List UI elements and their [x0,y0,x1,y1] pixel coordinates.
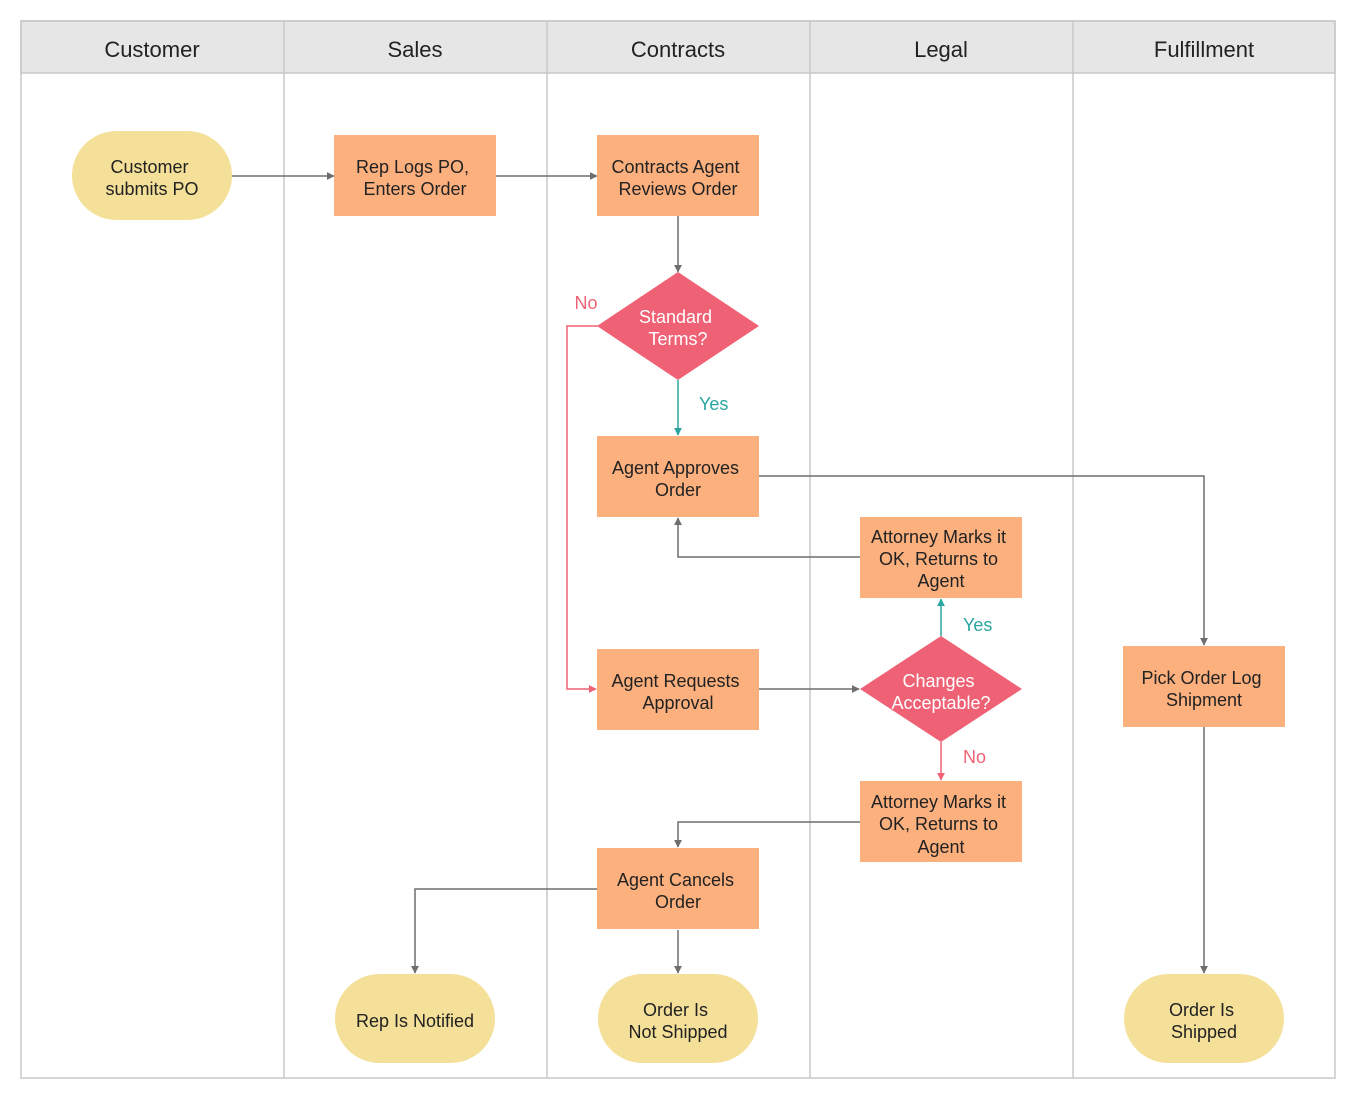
node-label-line: Contracts Agent [611,157,739,177]
node-label: Customer submits PO [105,157,198,199]
nodes: Customer submits PO Rep Logs PO, Enters … [72,131,1285,1063]
node-order-not-shipped[interactable]: Order Is Not Shipped [598,974,758,1063]
node-label-line: Order [655,480,701,500]
lane-header-customer: Customer [104,37,199,62]
label-standard-no: No [574,293,597,313]
process-shape [597,649,759,730]
process-shape [597,436,759,517]
node-label-line: Agent Requests [611,671,739,691]
node-label-line: Customer [110,157,188,177]
node-label: Standard Terms? [639,307,717,349]
node-label: Order Is Not Shipped [628,1000,727,1042]
node-label-line: Changes [902,671,974,691]
node-label-line: Agent Approves [612,458,739,478]
node-label-line: Attorney Marks it [871,527,1006,547]
node-label-line: Order Is [1169,1000,1234,1020]
node-standard-terms[interactable]: Standard Terms? [597,272,759,380]
terminal-shape [598,974,758,1063]
process-shape [1123,646,1285,727]
node-contracts-agent-reviews[interactable]: Contracts Agent Reviews Order [597,135,759,216]
edge-standard-no [566,325,598,693]
node-attorney-marks-ok-2[interactable]: Attorney Marks it OK, Returns to Agent [860,781,1022,862]
node-label-line: Acceptable? [891,693,990,713]
process-shape [597,848,759,929]
process-shape [860,517,1022,598]
node-label-line: Not Shipped [628,1022,727,1042]
edge-approves-to-pick [759,475,1208,646]
process-shape [860,781,1022,862]
edge-attorney1-to-approves [674,517,860,558]
node-pick-order[interactable]: Pick Order Log Shipment [1123,646,1285,727]
lane-header-sales: Sales [387,37,442,62]
node-attorney-marks-ok-1[interactable]: Attorney Marks it OK, Returns to Agent [860,517,1022,598]
node-label-line: Agent [917,837,964,857]
decision-shape [597,272,759,380]
decision-shape [860,636,1022,742]
node-agent-approves[interactable]: Agent Approves Order [597,436,759,517]
node-customer-submits-po[interactable]: Customer submits PO [72,131,232,220]
connectors [232,172,1208,974]
node-label: Agent Cancels Order [617,870,739,912]
node-label: Attorney Marks it OK, Returns to Agent [871,527,1011,591]
node-label-line: Agent [917,571,964,591]
lane-header-contracts: Contracts [631,37,725,62]
terminal-shape [335,974,495,1063]
label-standard-yes: Yes [699,394,728,414]
edge-cancels-to-rep-notified [411,888,597,974]
node-changes-acceptable[interactable]: Changes Acceptable? [860,636,1022,742]
node-label: Changes Acceptable? [891,671,990,713]
node-label: Agent Approves Order [612,458,744,500]
node-label: Pick Order Log Shipment [1141,668,1266,710]
label-changes-no: No [963,747,986,767]
node-label: Order Is Shipped [1169,1000,1239,1042]
node-label-line: Shipped [1171,1022,1237,1042]
diagram-frame [20,20,1336,1079]
node-label-line: Standard [639,307,712,327]
node-agent-requests[interactable]: Agent Requests Approval [597,649,759,730]
node-agent-cancels[interactable]: Agent Cancels Order [597,848,759,929]
node-label-line: OK, Returns to [879,549,998,569]
terminal-shape [72,131,232,220]
node-label-line: Enters Order [363,179,466,199]
node-label-line: Rep Logs PO, [356,157,469,177]
lane-dividers [20,20,1336,1079]
node-label: Rep Is Notified [356,1011,474,1031]
node-label-line: Agent Cancels [617,870,734,890]
edge-labels: No Yes Yes No [574,293,992,767]
label-changes-yes: Yes [963,615,992,635]
edge-attorney2-to-cancels [674,821,860,848]
node-label-line: Order Is [643,1000,708,1020]
node-label-line: Order [655,892,701,912]
header-bar [20,20,1336,74]
node-label: Rep Logs PO, Enters Order [356,157,474,199]
lane-header-legal: Legal [914,37,968,62]
node-label: Contracts Agent Reviews Order [611,157,744,199]
process-shape [334,135,496,216]
node-label-line: Attorney Marks it [871,792,1006,812]
node-label-line: Reviews Order [618,179,737,199]
node-label-line: Shipment [1166,690,1242,710]
lane-headers: Customer Sales Contracts Legal Fulfillme… [20,20,1336,74]
terminal-shape [1124,974,1284,1063]
node-label-line: Pick Order Log [1141,668,1261,688]
node-rep-logs-po[interactable]: Rep Logs PO, Enters Order [334,135,496,216]
node-order-is-shipped[interactable]: Order Is Shipped [1124,974,1284,1063]
node-label-line: Terms? [648,329,707,349]
node-rep-is-notified[interactable]: Rep Is Notified [335,974,495,1063]
node-label-line: Rep Is Notified [356,1011,474,1031]
node-label-line: OK, Returns to [879,814,998,834]
node-label: Agent Requests Approval [611,671,744,713]
node-label-line: Approval [642,693,713,713]
node-label-line: submits PO [105,179,198,199]
node-label: Attorney Marks it OK, Returns to Agent [871,792,1011,857]
lane-header-fulfillment: Fulfillment [1154,37,1254,62]
process-shape [597,135,759,216]
